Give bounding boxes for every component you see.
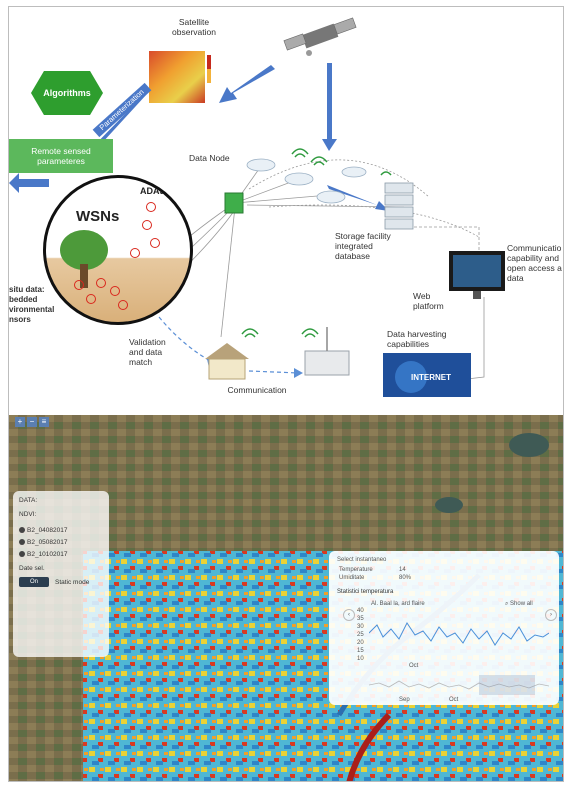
radio-icon[interactable]	[19, 551, 25, 558]
sensor-icon	[150, 238, 160, 248]
wsn-circle: WSNs ADAS	[43, 175, 193, 325]
chart-subtitle: Al. Baal la, ard flaire	[371, 601, 425, 607]
sensor-icon	[74, 280, 84, 290]
web-platform-label: Web platform	[413, 291, 444, 311]
map-zoom-in-button[interactable]: +	[15, 417, 25, 427]
data-node-label: Data Node	[189, 153, 230, 163]
validation-label: Validation and data match	[129, 337, 166, 367]
temperature-value: 14	[399, 567, 406, 573]
sensor-icon	[130, 248, 140, 258]
layer-option-2[interactable]: B2_05082017	[19, 539, 68, 546]
panel-title: DATA:	[19, 497, 38, 504]
wsns-label: WSNs	[76, 208, 120, 225]
stat-header: Select instantaneo	[337, 557, 387, 563]
temperature-label: Temperature	[339, 567, 373, 573]
temperature-line-chart	[369, 622, 549, 646]
figure-frame: Satellite observation Algorithms Paramet…	[8, 6, 564, 782]
nav-tick-2: Oct	[449, 697, 459, 703]
show-all-button[interactable]: ⌕ Show all	[505, 601, 533, 607]
satellite-observation-label: Satellite observation	[172, 17, 216, 37]
remote-sensed-box: Remote sensed parameteres	[9, 139, 113, 173]
data-panel: DATA: NDVI: B2_04082017 B2_05082017 B2_1…	[13, 491, 109, 657]
storage-label: Storage facility integrated database	[335, 231, 391, 261]
x-tick: Oct	[409, 663, 419, 669]
radio-icon[interactable]	[19, 539, 25, 546]
satellite-image	[149, 51, 211, 103]
internet-label: INTERNET	[411, 373, 451, 382]
layer-option-1[interactable]: B2_04082017	[19, 527, 68, 534]
search-icon: ⌕	[505, 601, 509, 607]
satellite-icon	[283, 17, 357, 56]
chart-prev-button[interactable]: ‹	[343, 609, 355, 621]
navigator-chart	[369, 675, 549, 695]
sensor-icon	[146, 202, 156, 212]
algorithms-box: Algorithms	[31, 71, 103, 115]
in-situ-label: situ data: bedded vironmental nsors	[9, 285, 55, 324]
data-harvesting-label: Data harvesting capabilities	[387, 329, 447, 349]
sensor-icon	[86, 294, 96, 304]
chart-next-button[interactable]: ›	[545, 609, 557, 621]
static-mode-label: Static mode	[55, 579, 90, 586]
house-icon	[205, 343, 249, 380]
sensor-icon	[142, 220, 152, 230]
date-select-label: Date sel.	[19, 565, 45, 572]
ndvi-map[interactable]: + − ≡ DATA: NDVI: B2_04082017 B2_0508201…	[9, 415, 563, 781]
on-toggle-button[interactable]: On	[19, 577, 49, 587]
adas-label: ADAS	[140, 186, 166, 196]
tower-icon	[304, 327, 350, 376]
sensor-icon	[96, 278, 106, 288]
layer-option-3[interactable]: B2_10102017	[19, 551, 68, 558]
communication-capability-label: Communicatio capability and open access …	[507, 243, 562, 283]
chart-title: Statistici temperatura	[337, 589, 394, 595]
panel-subtitle: NDVI:	[19, 511, 37, 518]
nav-tick-1: Sep	[399, 697, 410, 703]
y-axis-ticks: 40 35 30 25 20 15 10	[357, 608, 364, 662]
diagram-connectors	[9, 17, 505, 397]
radio-icon[interactable]	[19, 527, 25, 534]
system-diagram: Satellite observation Algorithms Paramet…	[9, 7, 563, 413]
map-zoom-out-button[interactable]: −	[27, 417, 37, 427]
tree-icon	[60, 230, 108, 270]
map-layers-button[interactable]: ≡	[39, 417, 49, 427]
statistics-panel: Select instantaneo Temperature 14 Umidit…	[329, 551, 559, 705]
tree-trunk-icon	[80, 264, 88, 288]
sensor-icon	[118, 300, 128, 310]
sensor-icon	[110, 286, 120, 296]
communication-label: Communication	[227, 385, 287, 395]
humidity-label: Umiditate	[339, 575, 365, 581]
monitor-icon	[449, 251, 505, 299]
humidity-value: 80%	[399, 575, 412, 581]
